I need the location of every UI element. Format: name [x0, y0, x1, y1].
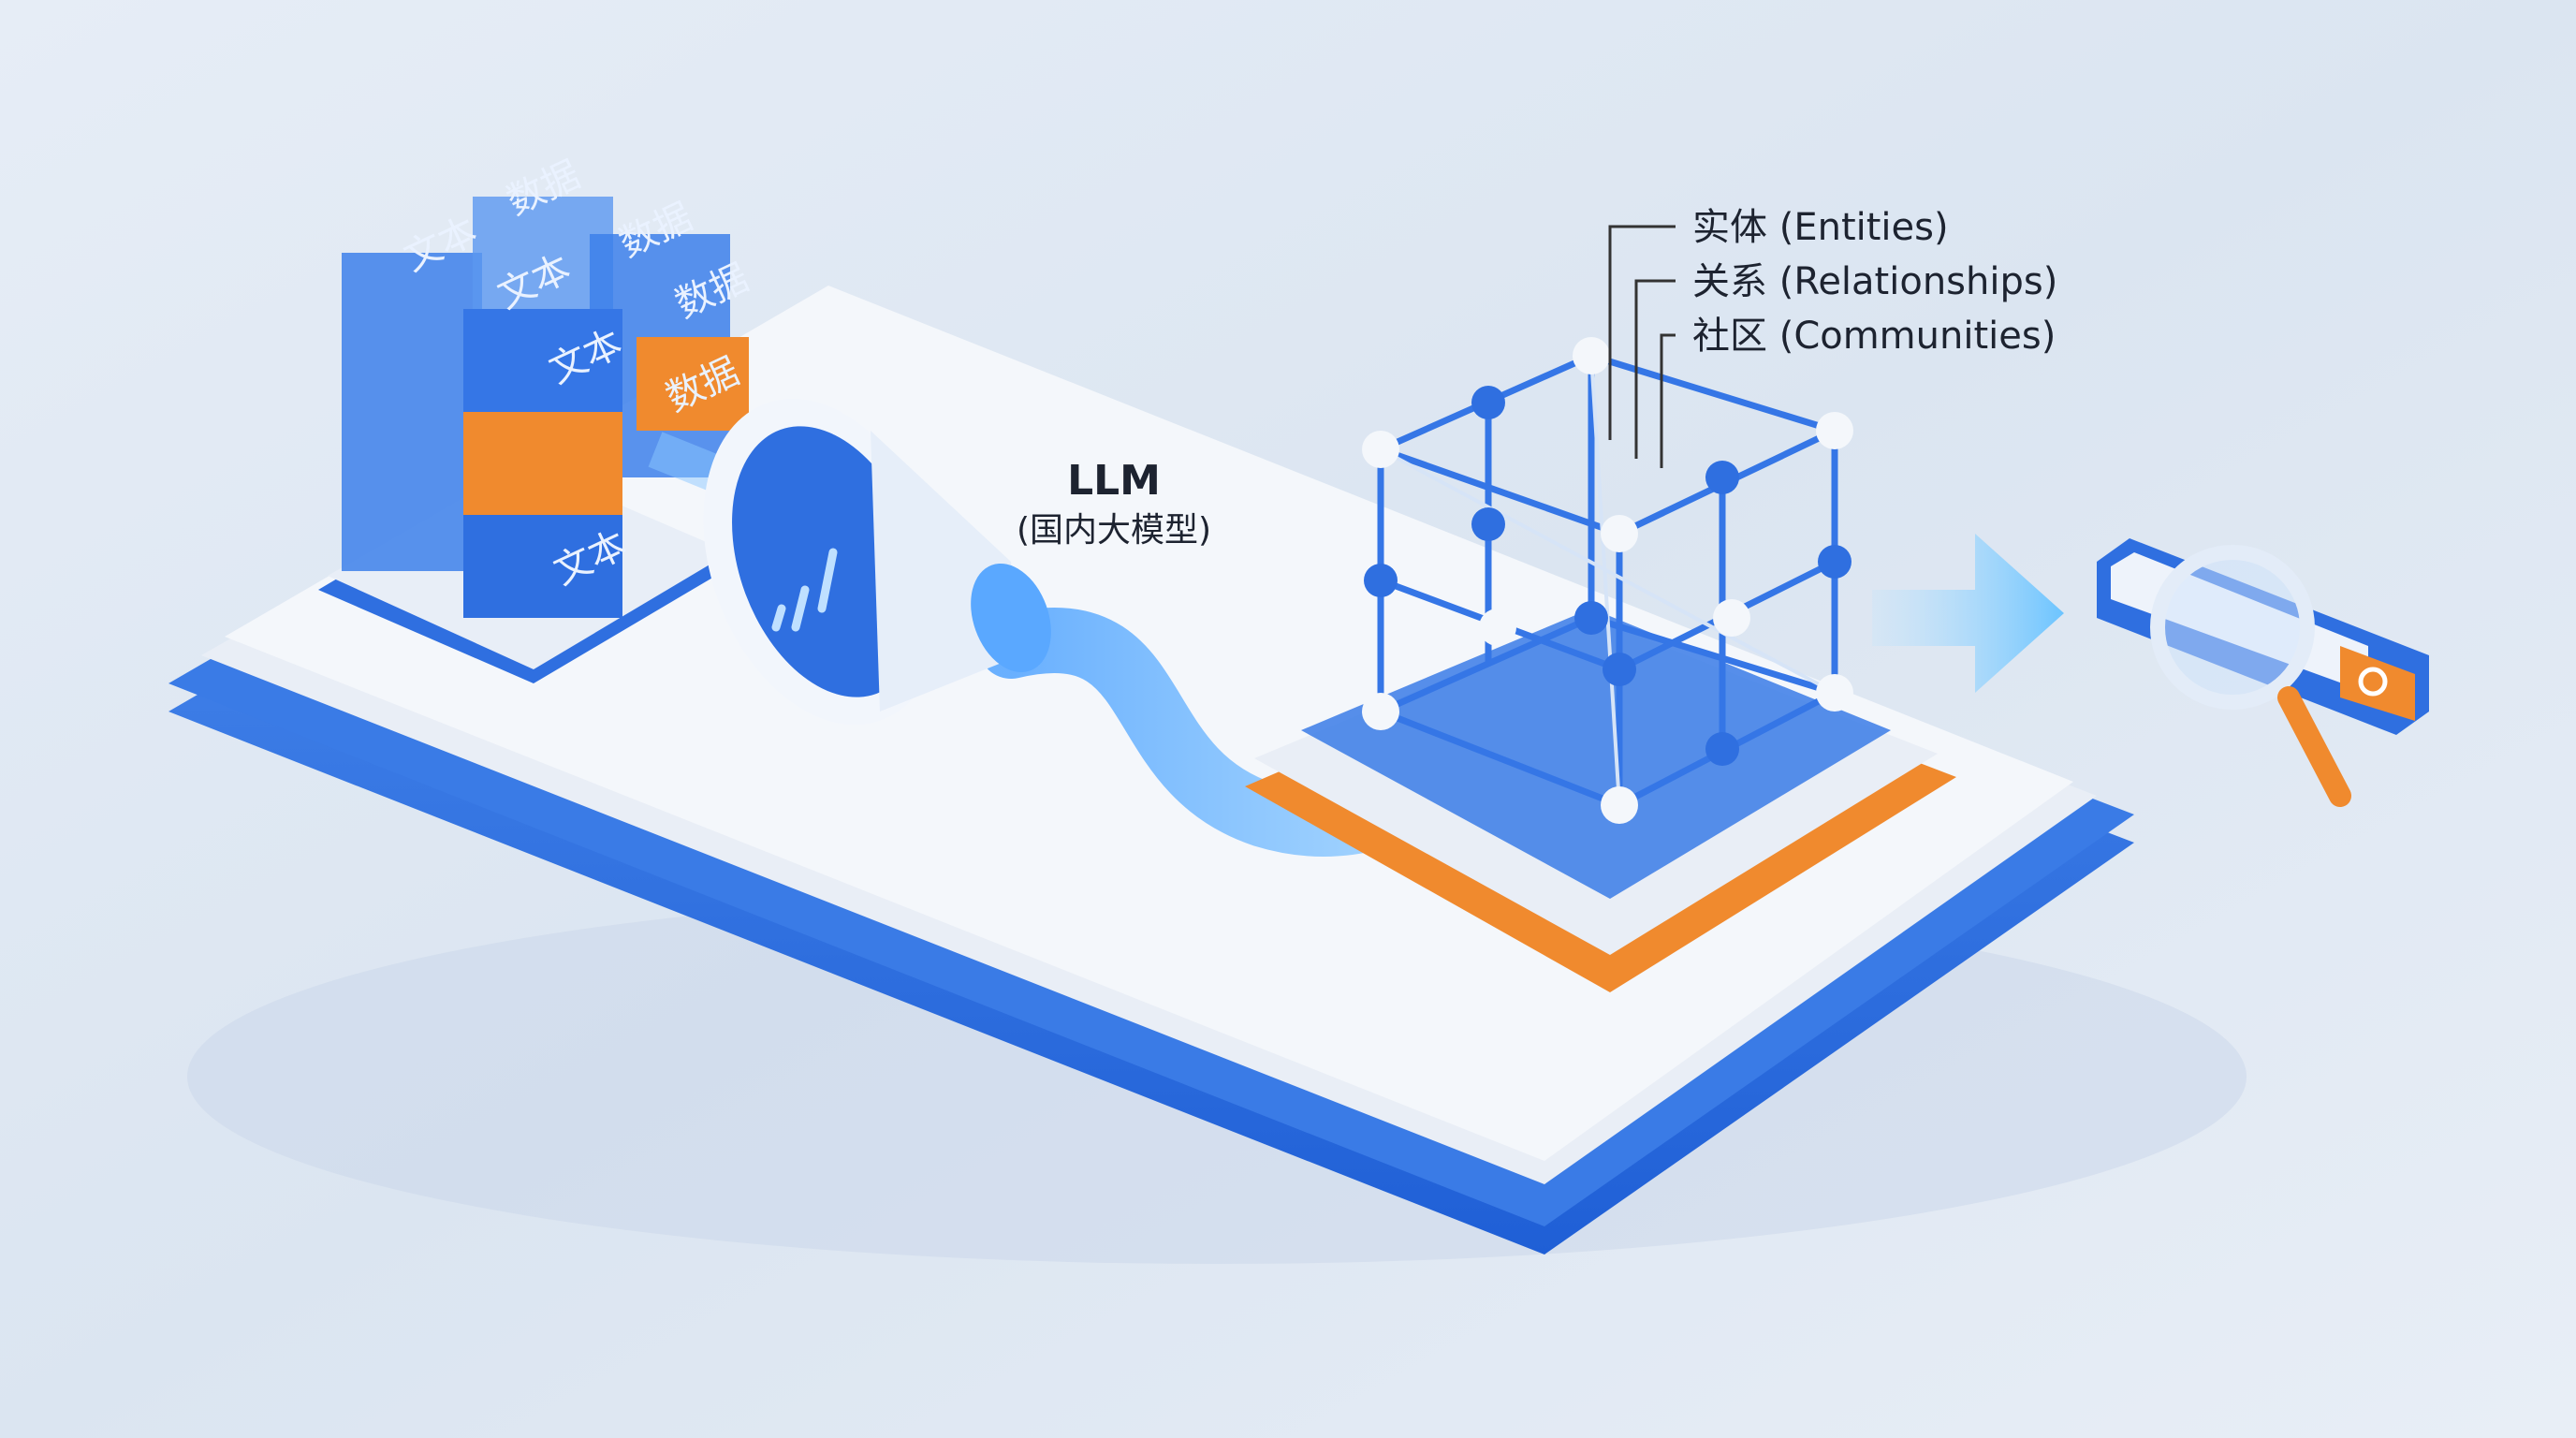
- label-leader-lines: [1608, 225, 1676, 468]
- label-entities: 实体 (Entities): [1692, 206, 1949, 249]
- llm-subtitle: (国内大模型): [1017, 511, 1211, 550]
- data-blocks: 文本 数据 数据 文本 数据 文本 数据 文本: [318, 154, 755, 683]
- funnel-icon: [703, 398, 1051, 726]
- block-stack-left: [342, 197, 749, 618]
- arrow-right-icon: [1872, 534, 2064, 693]
- llm-title: LLM: [1067, 457, 1161, 505]
- label-relationships: 关系 (Relationships): [1692, 260, 2057, 303]
- label-communities: 社区 (Communities): [1692, 315, 2056, 358]
- graph-nodes: [1362, 337, 1853, 824]
- magnifier-icon: [2150, 545, 2351, 807]
- search-button: [2340, 646, 2415, 721]
